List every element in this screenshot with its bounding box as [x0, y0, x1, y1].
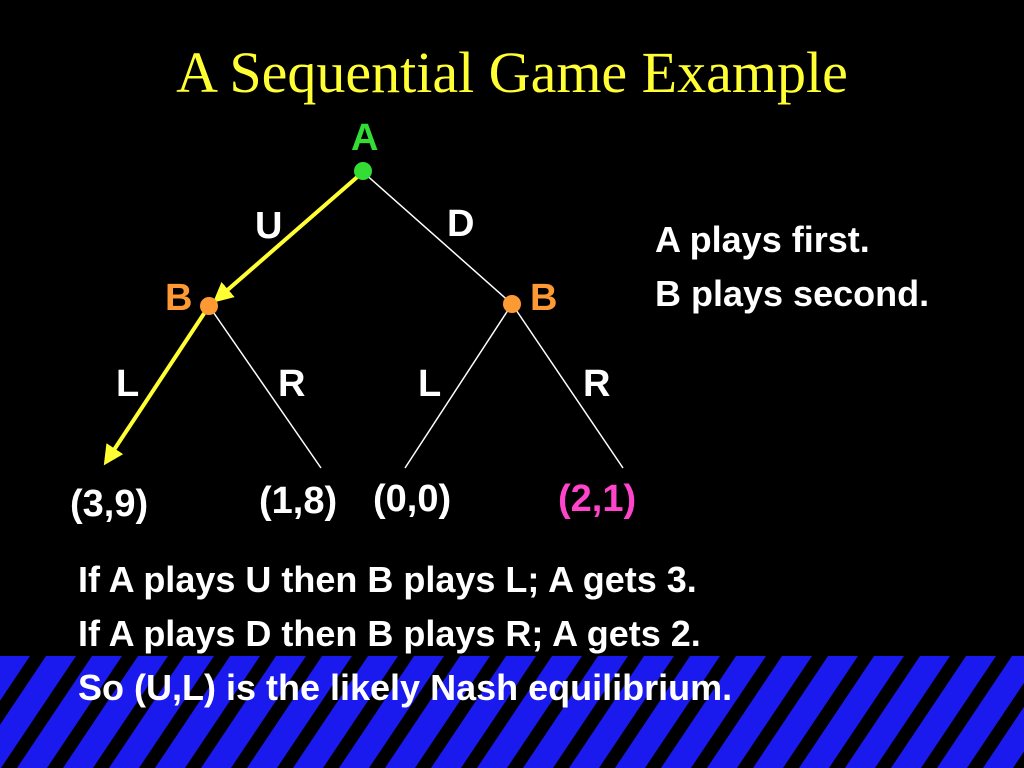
stripe — [247, 656, 352, 768]
edge-label-d: D — [447, 203, 475, 245]
stripe — [17, 656, 122, 768]
note-line-2: B plays second. — [655, 273, 930, 314]
conclusion-line-3: So (U,L) is the likely Nash equilibrium. — [78, 667, 733, 708]
slide-title: A Sequential Game Example — [176, 40, 848, 105]
stripe — [63, 656, 168, 768]
stripe — [891, 656, 996, 768]
edge-a-up — [212, 170, 365, 303]
payoff-ur: (1,8) — [259, 480, 338, 522]
edge-b-right-r — [511, 303, 624, 469]
edge-b-right-l — [404, 303, 513, 469]
decorative-stripes — [0, 656, 1024, 768]
payoff-dr: (2,1) — [558, 478, 637, 520]
stripe — [477, 656, 582, 768]
edge-label-right-r: R — [583, 363, 611, 405]
stripe — [615, 656, 720, 768]
stripe — [569, 656, 674, 768]
stripe — [937, 656, 1024, 768]
stripe — [523, 656, 628, 768]
payoff-dl: (0,0) — [373, 478, 452, 520]
stripe — [0, 656, 76, 768]
conclusion-line-2: If A plays D then B plays R; A gets 2. — [78, 613, 701, 654]
stripe — [431, 656, 536, 768]
edge-b-left-r — [208, 305, 322, 469]
edge-label-right-l: L — [418, 363, 442, 405]
stripe — [155, 656, 260, 768]
stripe — [661, 656, 766, 768]
edge-a-down — [362, 171, 513, 305]
left-b-node-label: B — [165, 277, 193, 319]
conclusion-line-1: If A plays U then B plays L; A gets 3. — [78, 559, 697, 600]
right-b-node-label: B — [530, 277, 558, 319]
edge-label-left-r: R — [278, 363, 306, 405]
stripe — [707, 656, 812, 768]
right-b-node-dot — [503, 295, 521, 313]
stripe — [109, 656, 214, 768]
edge-label-u: U — [255, 205, 283, 247]
note-line-1: A plays first. — [655, 219, 870, 260]
root-node-dot — [354, 162, 372, 180]
stripe — [201, 656, 306, 768]
edge-label-left-l: L — [116, 363, 140, 405]
root-node-label: A — [351, 117, 379, 159]
stripe — [339, 656, 444, 768]
edge-b-left-l — [103, 304, 211, 466]
stripe — [753, 656, 858, 768]
stripe — [799, 656, 904, 768]
stripe — [385, 656, 490, 768]
stripe — [845, 656, 950, 768]
stripe — [293, 656, 398, 768]
left-b-node-dot — [200, 297, 218, 315]
payoff-ul: (3,9) — [70, 483, 149, 525]
